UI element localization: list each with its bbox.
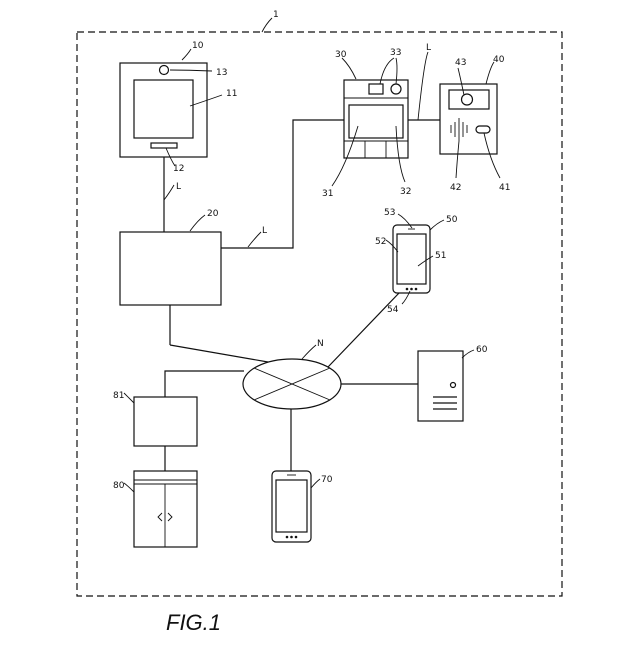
network-cloud [243,359,341,409]
label-door-camera: 43 [455,58,466,68]
label-mobile-terminal: 70 [321,475,333,485]
wire-controller-intercom [221,120,344,248]
label-smartphone: 50 [446,215,458,225]
label-monitor-camera: 13 [216,68,227,78]
controller-box [120,232,221,305]
locker-controller-box [134,397,197,446]
label-server: 60 [476,345,488,355]
figure-label: FIG.1 [166,610,221,635]
label-system: 1 [273,10,279,20]
label-door-speaker: 42 [450,183,461,193]
label-monitor-button: 12 [173,164,184,174]
label-phone-screen: 51 [435,251,446,261]
label-intercom: 30 [335,50,347,60]
smartphone-50 [393,225,430,293]
wire-controller-network-2 [170,345,268,362]
label-phone-side: 52 [375,237,386,247]
label-network: N [317,339,324,349]
delivery-locker [134,471,197,547]
label-line-1: L [176,182,181,192]
label-locker-controller: 81 [113,391,124,401]
label-controller: 20 [207,209,219,219]
label-intercom-controls: 33 [390,48,401,58]
label-intercom-display: 31 [322,189,333,199]
label-monitor-screen: 11 [226,89,237,99]
server [418,351,463,421]
label-door-button: 41 [499,183,510,193]
indoor-monitor [120,63,207,157]
label-monitor: 10 [192,41,204,51]
label-line-3: L [426,43,431,53]
mobile-terminal-70 [272,471,311,542]
label-door-station: 40 [493,55,505,65]
wire-network-locker [165,371,244,397]
label-phone-speaker: 53 [384,208,395,218]
label-line-2: L [262,226,267,236]
wire-network-phone50 [328,292,400,367]
door-station [440,84,497,154]
intercom-unit [344,80,408,158]
label-locker: 80 [113,481,125,491]
label-intercom-panel: 32 [400,187,411,197]
label-phone-buttons: 54 [387,305,399,315]
